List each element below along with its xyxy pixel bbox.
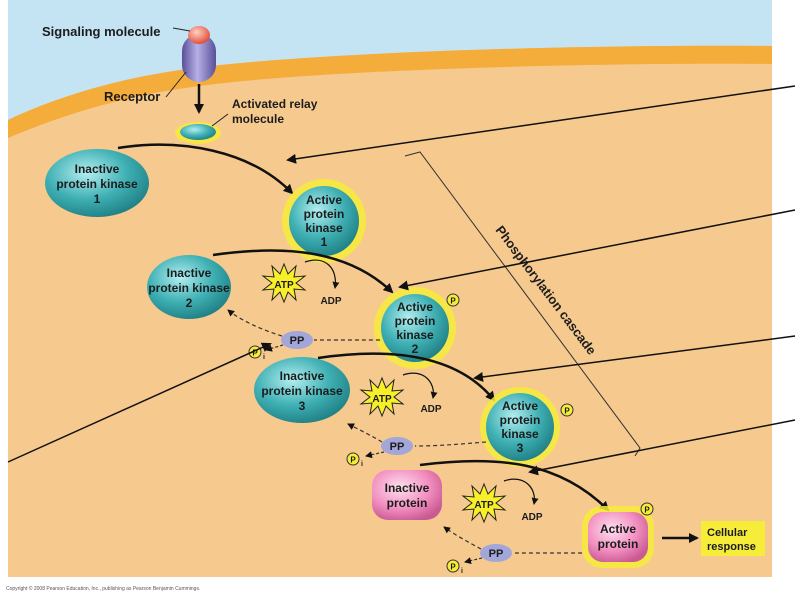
pi-2-label: P bbox=[252, 349, 258, 358]
activated-relay-label-2: molecule bbox=[232, 112, 284, 126]
pointer-arrow-1 bbox=[286, 85, 796, 164]
inactive-kinase-1 bbox=[45, 149, 149, 217]
pp-label-3: PP bbox=[390, 441, 405, 453]
activation-arrow-4 bbox=[419, 459, 610, 512]
active-kinase-3-line-4: 3 bbox=[517, 441, 524, 455]
atp-label-4: ATP bbox=[474, 500, 494, 511]
copyright-note: Copyright © 2008 Pearson Education, Inc.… bbox=[6, 586, 201, 592]
pp-2 bbox=[281, 331, 313, 349]
activation-arrow-2 bbox=[212, 249, 394, 294]
inactive-protein-line-2: protein bbox=[387, 496, 428, 510]
atp-adp-arrow-4 bbox=[503, 478, 539, 505]
activated-relay-molecule bbox=[180, 124, 216, 140]
inactive-kinase-3-line-2: protein kinase bbox=[261, 384, 343, 398]
active-protein-line-2: protein bbox=[598, 537, 639, 551]
inactive-kinase-3-line-3: 3 bbox=[299, 399, 306, 413]
phosphate-2 bbox=[446, 293, 460, 307]
pp-dash-3a bbox=[414, 441, 487, 447]
active-kinase-3-line-1: Active bbox=[502, 399, 538, 413]
atp-burst-3: ATP bbox=[359, 376, 405, 418]
pi-3 bbox=[346, 452, 360, 466]
atp-label-3: ATP bbox=[372, 394, 392, 405]
active-kinase-2-line-3: kinase bbox=[396, 328, 434, 342]
pointer-arrow-5 bbox=[7, 342, 272, 463]
signaling-molecule-leader bbox=[172, 27, 191, 32]
active-kinase-2-line-2: protein bbox=[395, 314, 436, 328]
receptor-label: Receptor bbox=[104, 89, 160, 104]
atp-adp-arrow-2 bbox=[304, 259, 340, 289]
inactive-kinase-1-line-3: 1 bbox=[94, 192, 101, 206]
pi-dash-2 bbox=[265, 344, 284, 352]
adp-label-2: ADP bbox=[320, 296, 341, 307]
adp-label-3: ADP bbox=[420, 404, 441, 415]
pointer-arrow-3 bbox=[473, 335, 796, 382]
pp-dash-2b bbox=[227, 309, 283, 337]
inactive-kinase-3 bbox=[254, 357, 350, 423]
pi-4-label: P bbox=[450, 563, 456, 572]
receptor-leader bbox=[165, 71, 187, 98]
active-kinase-1-line-4: 1 bbox=[321, 235, 328, 249]
active-kinase-2-line-4: 2 bbox=[412, 342, 419, 356]
inactive-protein-line-1: Inactive bbox=[385, 481, 430, 495]
signaling-molecule-label: Signaling molecule bbox=[42, 24, 160, 39]
pi-3-label: P bbox=[350, 456, 356, 465]
inactive-kinase-2 bbox=[147, 255, 231, 319]
active-kinase-2-line-1: Active bbox=[397, 300, 433, 314]
inactive-kinase-1-line-1: Inactive bbox=[75, 162, 120, 176]
pi-dash-3 bbox=[365, 451, 385, 459]
pi-3-sub: i bbox=[361, 461, 363, 468]
active-protein-line-1: Active bbox=[600, 522, 636, 536]
pointer-arrow-2 bbox=[398, 209, 796, 291]
receptor bbox=[182, 34, 216, 82]
activation-arrow-3 bbox=[317, 352, 496, 402]
activation-arrow-1 bbox=[117, 143, 294, 195]
active-kinase-3 bbox=[486, 393, 554, 461]
active-kinase-3-line-2: protein bbox=[500, 413, 541, 427]
pp-3 bbox=[381, 437, 413, 455]
cellular-response-box bbox=[701, 521, 765, 556]
pp-label-4: PP bbox=[489, 548, 504, 560]
pp-label-2: PP bbox=[290, 335, 305, 347]
inactive-kinase-3-line-1: Inactive bbox=[280, 369, 325, 383]
inactive-kinase-2-line-2: protein kinase bbox=[148, 281, 230, 295]
cellular-response-line-1: Cellular bbox=[707, 527, 748, 539]
phosphate-3 bbox=[560, 403, 574, 417]
inactive-protein bbox=[372, 470, 442, 520]
active-kinase-1-line-1: Active bbox=[306, 193, 342, 207]
adp-label-4: ADP bbox=[521, 512, 542, 523]
relay-leader bbox=[211, 113, 229, 127]
pi-4 bbox=[446, 559, 460, 573]
inactive-kinase-2-line-1: Inactive bbox=[167, 266, 212, 280]
phosphate-3-label: P bbox=[564, 407, 570, 416]
pp-4 bbox=[480, 544, 512, 562]
signaling-molecule bbox=[188, 26, 210, 44]
inactive-kinase-1-line-2: protein kinase bbox=[56, 177, 138, 191]
pi-dash-4 bbox=[464, 557, 483, 565]
pi-2-sub: i bbox=[263, 354, 265, 361]
phosphate-4 bbox=[640, 502, 654, 516]
phosphate-4-label: P bbox=[644, 506, 650, 515]
pp-dash-4b bbox=[443, 526, 482, 550]
active-kinase-1 bbox=[289, 186, 359, 256]
inactive-kinase-2-line-3: 2 bbox=[186, 296, 193, 310]
pp-dash-3b bbox=[347, 423, 383, 443]
pointer-arrow-4 bbox=[528, 419, 796, 476]
active-kinase-2 bbox=[381, 294, 449, 362]
active-kinase-1-line-3: kinase bbox=[305, 221, 343, 235]
active-kinase-3-line-3: kinase bbox=[501, 427, 539, 441]
atp-adp-arrow-3 bbox=[402, 372, 438, 399]
activated-relay-label-1: Activated relay bbox=[232, 97, 318, 111]
atp-burst-4: ATP bbox=[461, 482, 507, 524]
cellular-response-line-2: response bbox=[707, 541, 756, 553]
cascade-bracket bbox=[404, 151, 641, 457]
pi-4-sub: i bbox=[461, 568, 463, 575]
atp-burst-2: ATP bbox=[261, 262, 307, 304]
active-kinase-1-line-2: protein bbox=[304, 207, 345, 221]
active-protein bbox=[588, 512, 648, 562]
atp-label-2: ATP bbox=[274, 280, 294, 291]
phosphate-2-label: P bbox=[450, 297, 456, 306]
